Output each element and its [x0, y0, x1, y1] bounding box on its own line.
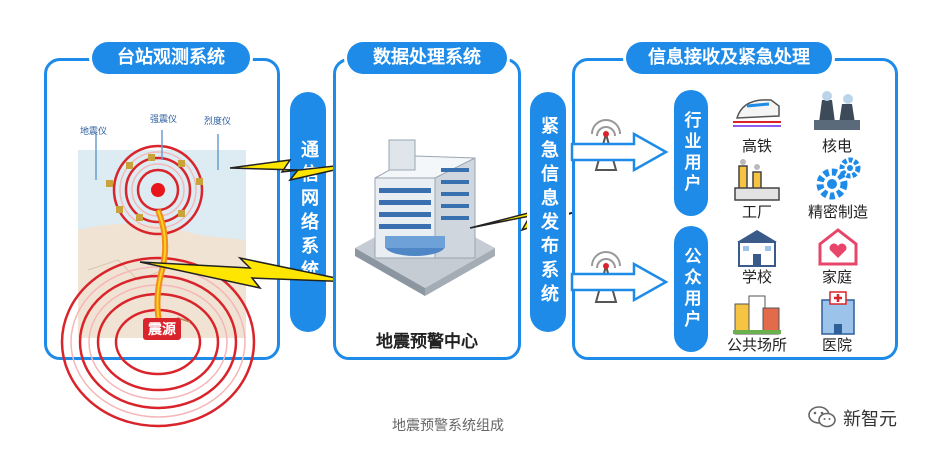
center-label: 地震预警中心	[376, 332, 478, 352]
factory-icon	[734, 159, 780, 201]
strong-motion-label: 强震仪	[150, 115, 178, 125]
receiver-label: 家庭	[821, 268, 852, 286]
arrow-right-icon	[570, 131, 669, 173]
public-buildings-icon	[733, 295, 781, 335]
receiver-label: 医院	[821, 336, 852, 354]
epicenter-label: 震源	[143, 318, 181, 340]
release-channel: 紧急信息发布系统	[530, 92, 566, 332]
gears-icon	[816, 157, 861, 200]
intensity-label: 烈度仪	[204, 117, 232, 127]
signal-bolt-icon	[139, 256, 356, 290]
seismometer-label: 地震仪	[80, 127, 108, 137]
receiver-label: 高铁	[741, 137, 772, 155]
train-icon	[733, 99, 781, 127]
school-icon	[737, 230, 777, 267]
receiver-label: 核电	[821, 137, 852, 155]
building-icon	[355, 139, 495, 296]
receiver-label: 公共场所	[726, 336, 787, 354]
industry-users: 行业用户	[674, 90, 708, 216]
figure-caption: 地震预警系统组成	[392, 418, 504, 434]
nuclear-plant-icon	[814, 91, 860, 130]
network-channel: 通信网络系统	[290, 92, 326, 332]
receiver-label: 工厂	[741, 203, 772, 221]
receiving-title: 信息接收及紧急处理	[626, 42, 832, 74]
instrument-pointers	[95, 130, 219, 180]
arrow-right-icon	[570, 261, 669, 303]
home-icon	[818, 228, 858, 266]
brand-name: 新智元	[843, 409, 897, 430]
hospital-icon	[821, 291, 855, 335]
receiver-label: 精密制造	[807, 203, 868, 221]
receiver-label: 学校	[741, 268, 772, 286]
processing-title: 数据处理系统	[347, 42, 507, 74]
station-title: 台站观测系统	[92, 42, 250, 74]
seismic-map	[60, 144, 256, 428]
public-users: 公众用户	[674, 226, 708, 352]
wechat-icon	[808, 406, 836, 428]
